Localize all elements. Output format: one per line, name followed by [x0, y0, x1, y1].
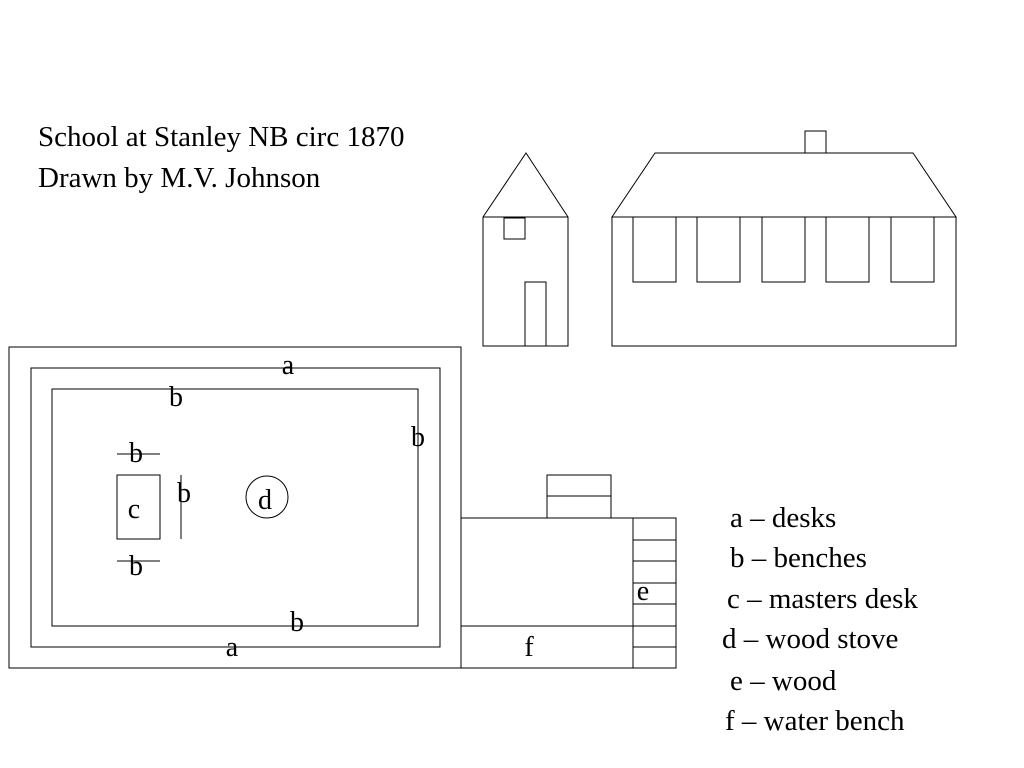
label-bench-master-bottom: b: [129, 551, 143, 582]
legend-item-desks: a – desks: [730, 502, 836, 534]
label-desks-bottom: a: [226, 632, 239, 663]
legend-item-wood-stove: d – wood stove: [722, 623, 898, 655]
window-3: [761, 216, 806, 283]
entry-room: e f: [460, 474, 677, 669]
front-elevation: [611, 130, 957, 347]
outer-wall: [8, 346, 462, 669]
diagram-credit: Drawn by M.V. Johnson: [38, 162, 321, 194]
legend-item-wood: e – wood: [730, 665, 837, 697]
label-desks-top: a: [282, 350, 295, 381]
window-1: [632, 216, 677, 283]
label-bench-bottom: b: [290, 607, 304, 638]
label-bench-master-top: b: [129, 438, 143, 469]
legend-item-water-bench: f – water bench: [725, 705, 905, 737]
gable-window: [503, 217, 526, 240]
label-stove: d: [258, 485, 272, 516]
masters-desk: [116, 474, 161, 540]
legend-item-benches: b – benches: [730, 542, 867, 574]
front-door: [524, 281, 547, 347]
diagram-title: School at Stanley NB circ 1870: [38, 121, 404, 153]
label-masters-desk: c: [128, 494, 140, 525]
window-5: [890, 216, 935, 283]
floor-plan: a b b b b c d b b a: [8, 346, 462, 669]
window-2: [696, 216, 741, 283]
legend-item-masters-desk: c – masters desk: [727, 583, 918, 615]
side-elevation: [482, 152, 569, 347]
entry-wall: [460, 517, 677, 669]
label-bench-master-side: b: [177, 478, 191, 509]
legend: a – desks b – benches c – masters desk d…: [722, 502, 918, 737]
label-wood: e: [637, 576, 649, 607]
label-bench-right: b: [411, 422, 425, 453]
label-water-bench: f: [524, 632, 534, 663]
bench-ring: [51, 388, 419, 627]
roof: [611, 152, 957, 218]
desk-ring: [30, 367, 441, 648]
chimney: [804, 130, 827, 154]
label-bench-top: b: [169, 382, 183, 413]
wood-stove: [245, 475, 289, 519]
window-4: [825, 216, 870, 283]
